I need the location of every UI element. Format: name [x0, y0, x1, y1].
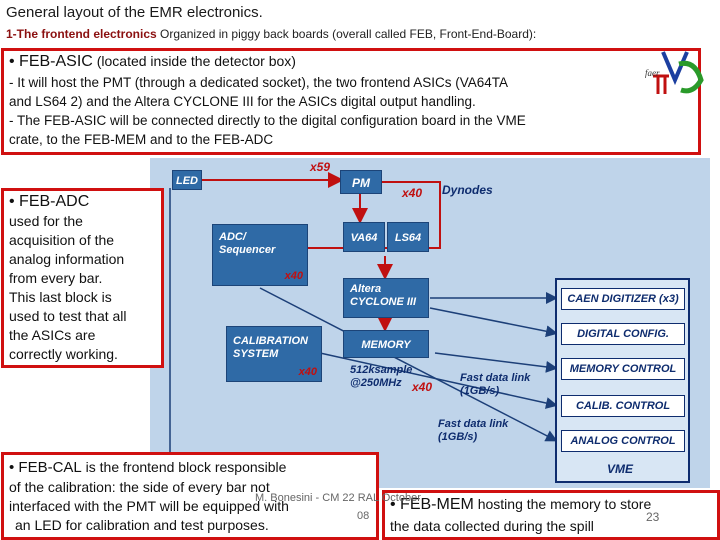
cyclone-block: Altera CYCLONE III: [343, 278, 429, 318]
calibration-system-block: CALIBRATION SYSTEM x40: [226, 326, 322, 382]
cyclone-line1: Altera: [350, 283, 382, 295]
ls64-block: LS64: [387, 222, 429, 252]
va64-block: VA64: [343, 222, 385, 252]
feb-adc-line: acquisition of the: [9, 232, 115, 248]
feb-adc-line: from every bar.: [9, 270, 103, 286]
feb-asic-line4: crate, to the FEB-MEM and to the FEB-ADC: [9, 132, 274, 147]
led-block: LED: [172, 170, 202, 190]
faer-logo-icon: [653, 51, 704, 94]
subtitle-rest: Organized in piggy back boards (overall …: [156, 27, 537, 41]
page-title: General layout of the EMR electronics.: [6, 4, 263, 21]
cyclone-line2: CYCLONE III: [350, 296, 417, 308]
diagram-connections: [169, 172, 558, 458]
feb-mem-heading-row: • FEB-MEM hosting the memory to store: [390, 496, 651, 514]
block-diagram: LED x59 PM x40 Dynodes VA64 LS64 ADC/ Se…: [150, 158, 710, 488]
feb-adc-line: analog information: [9, 251, 125, 267]
page-subtitle: 1-The frontend electronics Organized in …: [6, 27, 536, 41]
feb-adc-line: used for the: [9, 213, 83, 229]
fast-link-1-line2: (1GB/s): [460, 385, 500, 397]
feb-cal-heading-row: • FEB-CAL is the frontend block responsi…: [9, 459, 286, 477]
feb-asic-box: • FEB-ASIC (located inside the detector …: [1, 48, 701, 155]
dynodes-label: Dynodes: [442, 183, 493, 197]
footer-author: M. Bonesini - CM 22 RAL October: [255, 492, 421, 504]
feb-adc-line: correctly working.: [9, 346, 118, 362]
subtitle-bold: 1-The frontend electronics: [6, 27, 157, 41]
feb-mem-box: • FEB-MEM hosting the memory to store th…: [382, 490, 720, 540]
feb-cal-body: of the calibration: the side of every ba…: [9, 478, 289, 535]
memory-spec-line1: 512ksample: [350, 364, 413, 376]
feb-adc-line: used to test that all: [9, 308, 127, 324]
faer-logo: faer: [645, 50, 705, 98]
adc-to-analog: [259, 287, 558, 442]
fast-link-1: Fast data link (1GB/s): [460, 372, 530, 398]
feb-asic-note: (located inside the detector box): [92, 53, 296, 69]
feb-asic-heading: • FEB-ASIC: [9, 53, 93, 70]
feb-mem-heading: • FEB-MEM: [390, 496, 474, 513]
cal-line2: SYSTEM: [233, 348, 279, 360]
feb-adc-line: the ASICs are: [9, 327, 96, 343]
vme-control-analog: ANALOG CONTROL: [561, 430, 685, 452]
feb-cal-line2: interfaced with the PMT will be equipped…: [9, 498, 289, 514]
adc-sequencer-block: ADC/ Sequencer x40: [212, 224, 308, 286]
feb-adc-body: used for the acquisition of the analog i…: [9, 212, 127, 364]
vme-control-calib: CALIB. CONTROL: [561, 395, 685, 417]
memory-to-control: [434, 352, 558, 373]
adc-line2: Sequencer: [219, 244, 276, 256]
cyclone-to-digital: [429, 307, 558, 338]
pm-block: PM: [340, 170, 382, 194]
memory-spec: 512ksample @250MHz: [350, 364, 412, 390]
cal-line1: CALIBRATION: [233, 335, 308, 347]
logo-text: faer: [645, 68, 660, 78]
feb-adc-box: • FEB-ADC used for the acquisition of th…: [1, 188, 164, 368]
feb-adc-heading: • FEB-ADC: [9, 193, 90, 210]
adc-line1: ADC/: [219, 231, 246, 243]
memory-spec-line2: @250MHz: [350, 377, 402, 389]
vme-control-memory: MEMORY CONTROL: [561, 358, 685, 380]
vme-crate: CAEN DIGITIZER (x3) DIGITAL CONFIG. MEMO…: [555, 278, 690, 483]
feb-adc-line: This last block is: [9, 289, 112, 305]
memory-multiplicity: x40: [412, 380, 433, 394]
vme-control-caen: CAEN DIGITIZER (x3): [561, 288, 685, 310]
vme-label: VME: [607, 462, 634, 476]
feb-asic-body: - It will host the PMT (through a dedica…: [9, 73, 526, 149]
page-number: 23: [646, 510, 660, 524]
feb-cal-heading: • FEB-CAL: [9, 459, 82, 476]
memory-block: MEMORY: [343, 330, 429, 358]
adc-multiplicity: x40: [284, 270, 303, 282]
fast-link-2-line2: (1GB/s): [438, 431, 478, 443]
fast-link-1-line1: Fast data link: [460, 372, 531, 384]
feb-asic-heading-row: • FEB-ASIC (located inside the detector …: [9, 53, 296, 71]
fast-link-2: Fast data link (1GB/s): [438, 418, 508, 444]
cal-multiplicity: x40: [298, 366, 317, 378]
feb-mem-line2: the data collected during the spill: [390, 518, 594, 534]
feb-cal-line3: an LED for calibration and test purposes…: [15, 517, 269, 533]
feb-mem-heading-rest: hosting the memory to store: [473, 496, 652, 512]
fast-link-2-line1: Fast data link: [438, 418, 509, 430]
footer-year: 08: [357, 510, 370, 522]
vme-control-digital: DIGITAL CONFIG.: [561, 323, 685, 345]
pm-multiplicity: x59: [310, 160, 331, 174]
feb-asic-line1: - It will host the PMT (through a dedica…: [9, 75, 508, 90]
feb-cal-box: • FEB-CAL is the frontend block responsi…: [1, 452, 379, 540]
feb-cal-heading-rest: is the frontend block responsible: [81, 459, 287, 475]
feb-cal-line1: of the calibration: the side of every ba…: [9, 479, 270, 495]
feb-asic-line3: - The FEB-ASIC will be connected directl…: [9, 113, 526, 128]
dynodes-multiplicity: x40: [402, 186, 423, 200]
feb-asic-line2: and LS64 2) and the Altera CYCLONE III f…: [9, 94, 476, 109]
